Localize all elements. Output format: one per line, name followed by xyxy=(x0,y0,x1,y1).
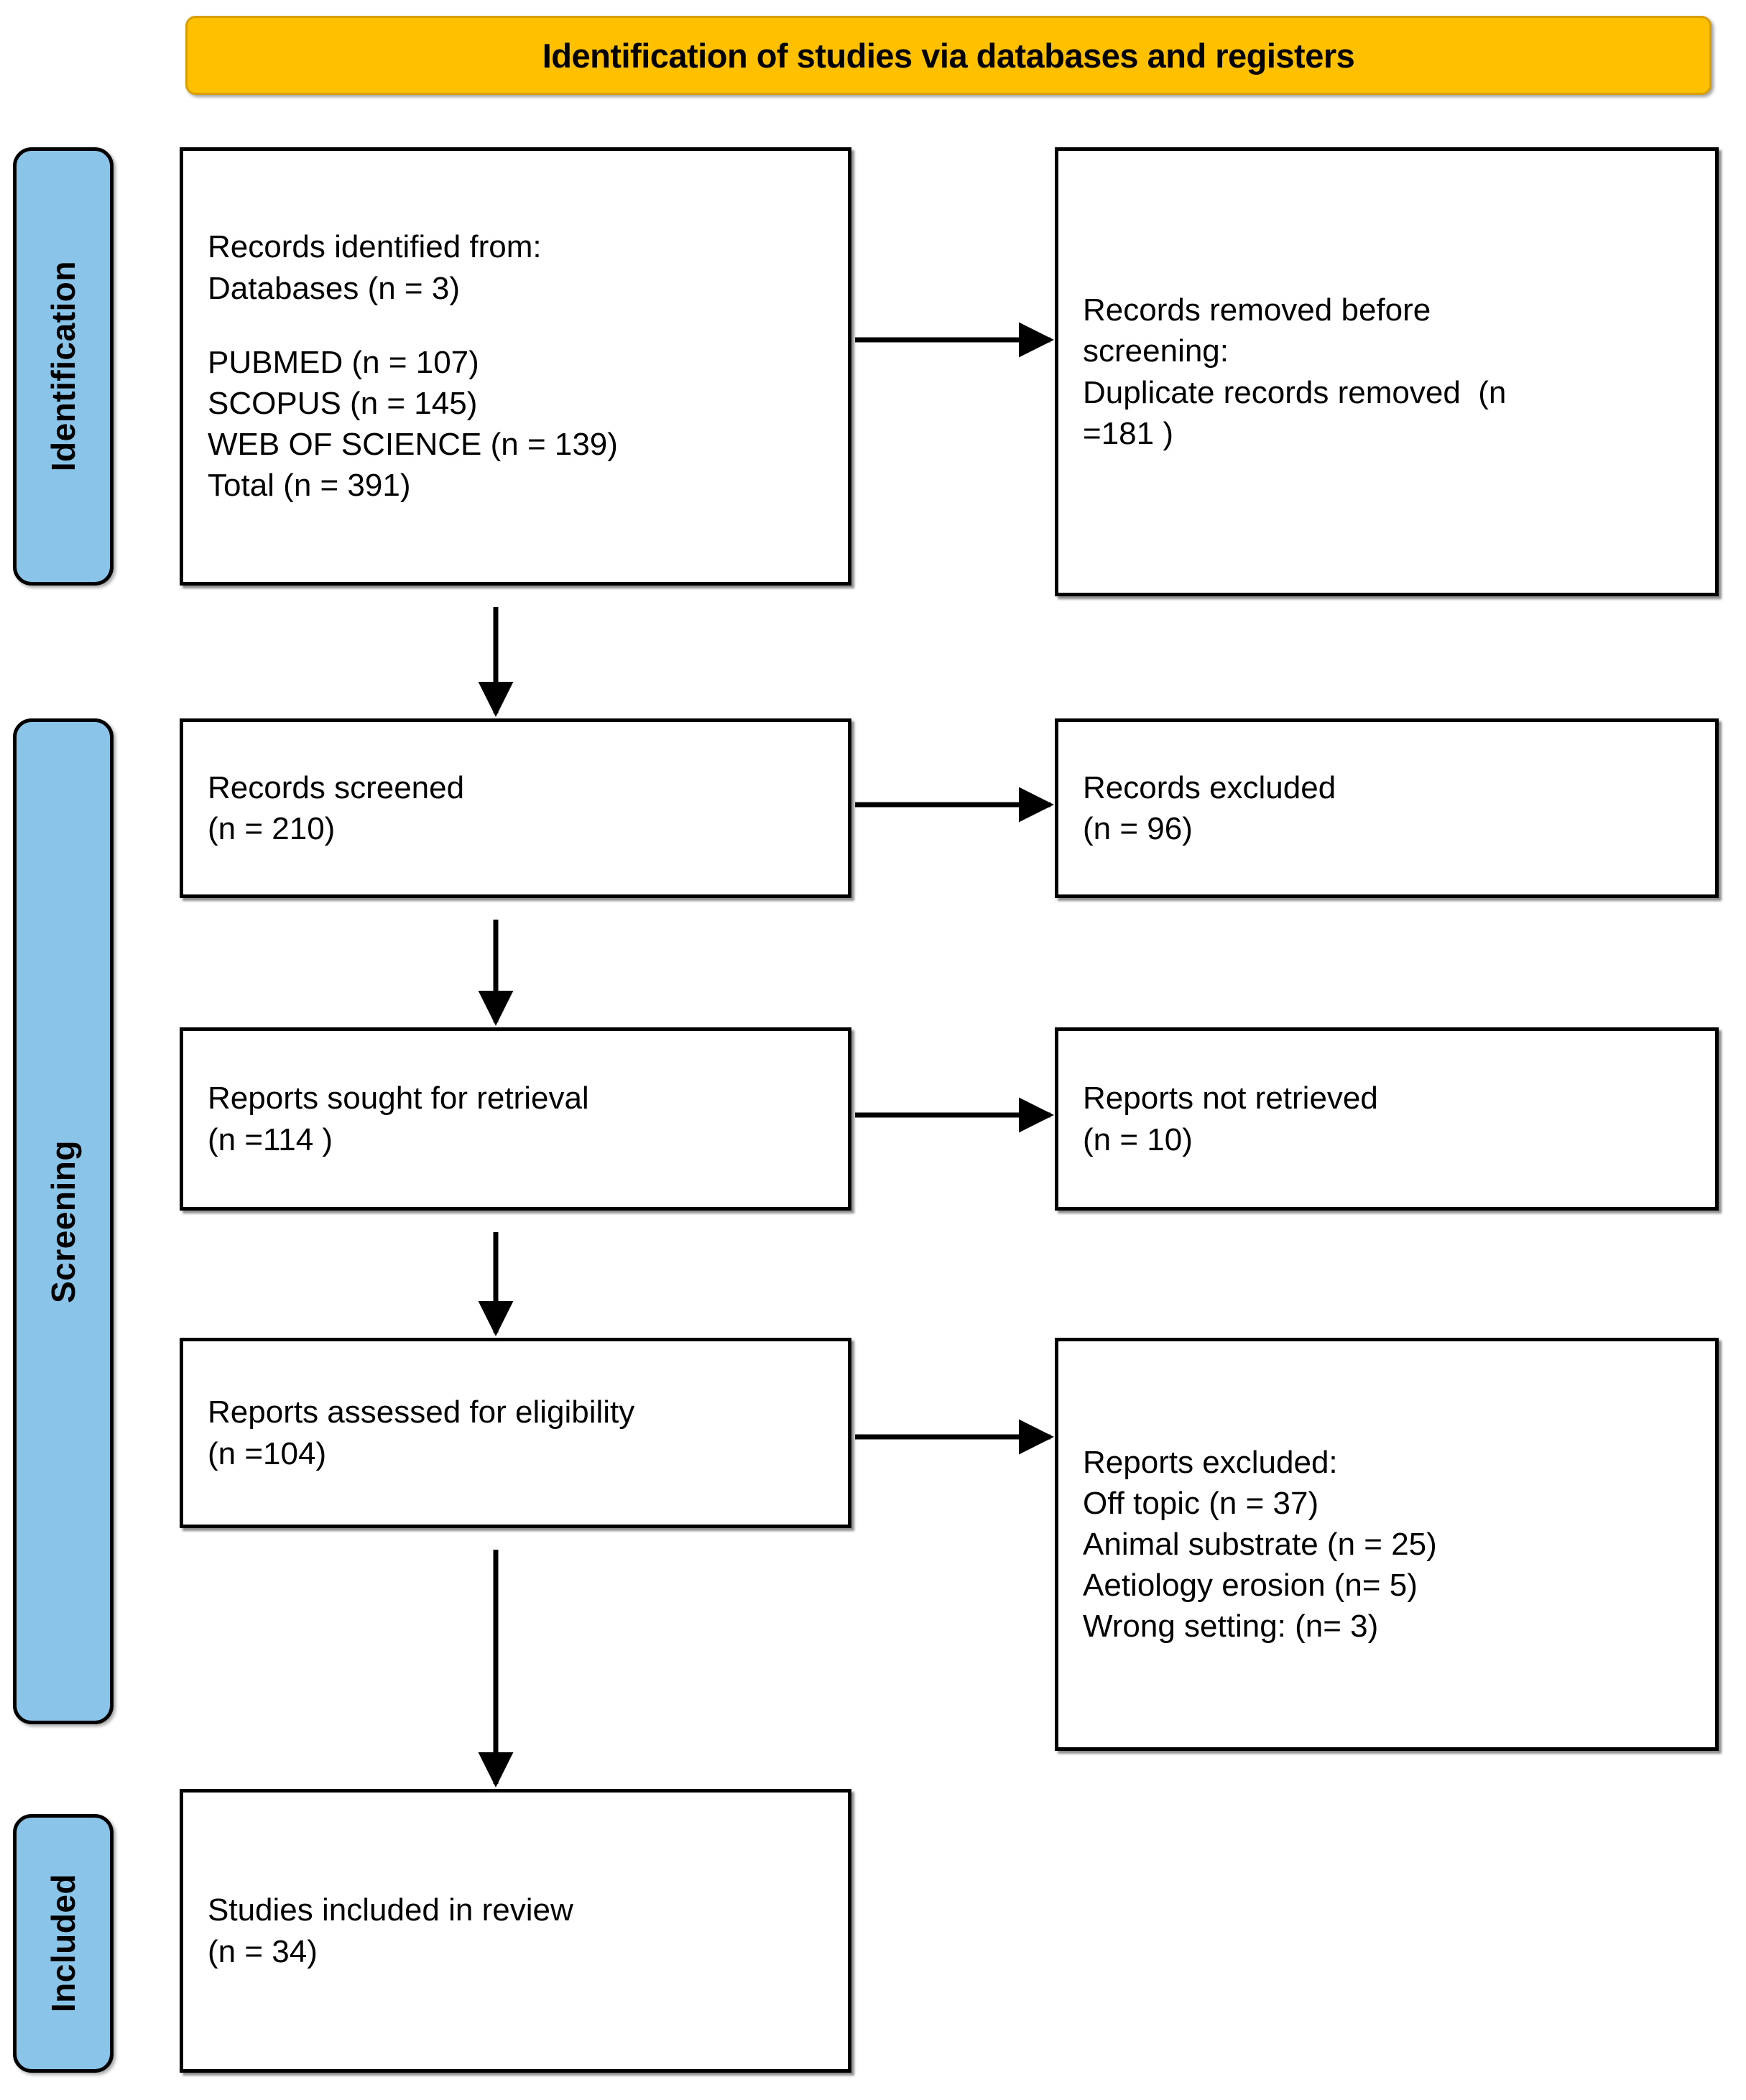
studies-included-count: (n = 34) xyxy=(208,1933,318,1969)
records-identified-pubmed: PUBMED (n = 107) xyxy=(208,344,479,380)
reports-assessed-label: Reports assessed for eligibility xyxy=(208,1394,635,1430)
stage-label-identification: Identification xyxy=(13,147,114,586)
box-reports-sought: Reports sought for retrieval (n =114 ) xyxy=(180,1027,851,1211)
records-screened-label: Records screened xyxy=(208,769,465,805)
stage-label-included: Included xyxy=(13,1814,114,2073)
box-records-removed: Records removed before screening: Duplic… xyxy=(1055,147,1719,596)
records-screened-count: (n = 210) xyxy=(208,811,336,846)
diagram-title-banner: Identification of studies via databases … xyxy=(185,16,1712,95)
reports-sought-label: Reports sought for retrieval xyxy=(208,1081,589,1116)
records-removed-text-italic-2: screening xyxy=(1083,333,1220,369)
records-removed-line-4: =181 ) xyxy=(1083,415,1173,451)
records-identified-total: Total (n = 391) xyxy=(208,468,411,504)
studies-included-label: Studies included in review xyxy=(208,1892,573,1928)
reports-excluded-reason-wrong-setting: Wrong setting: (n= 3) xyxy=(1083,1609,1379,1645)
records-excluded-count: (n = 96) xyxy=(1083,811,1193,846)
reports-not-retrieved-count: (n = 10) xyxy=(1083,1121,1193,1157)
records-identified-wos: WEB OF SCIENCE (n = 139) xyxy=(208,427,618,463)
diagram-title: Identification of studies via databases … xyxy=(542,36,1355,75)
reports-excluded-reason-animal-substrate: Animal substrate (n = 25) xyxy=(1083,1526,1437,1562)
reports-not-retrieved-label: Reports not retrieved xyxy=(1083,1081,1378,1116)
records-removed-line-2: screening: xyxy=(1083,330,1691,371)
records-removed-text-plain: Records removed xyxy=(1083,292,1341,328)
box-records-identified: Records identified from: Databases (n = … xyxy=(180,147,851,586)
records-removed-text-italic: before xyxy=(1341,292,1431,328)
records-identified-line-2: Databases (n = 3) xyxy=(208,270,460,306)
reports-excluded-reason-off-topic: Off topic (n = 37) xyxy=(1083,1485,1319,1521)
box-studies-included: Studies included in review (n = 34) xyxy=(180,1789,851,2073)
stage-label-screening: Screening xyxy=(13,718,114,1724)
records-removed-line-3: Duplicate records removed (n xyxy=(1083,374,1507,410)
reports-excluded-label: Reports excluded: xyxy=(1083,1444,1338,1480)
records-removed-line-1: Records removed before xyxy=(1083,290,1691,330)
records-identified-scopus: SCOPUS (n = 145) xyxy=(208,386,478,421)
reports-excluded-reason-aetiology-erosion: Aetiology erosion (n= 5) xyxy=(1083,1568,1418,1604)
reports-assessed-count: (n =104) xyxy=(208,1435,327,1471)
box-reports-not-retrieved: Reports not retrieved (n = 10) xyxy=(1055,1027,1719,1211)
reports-sought-count: (n =114 ) xyxy=(208,1121,333,1157)
records-identified-line-1: Records identified from: xyxy=(208,229,542,265)
box-reports-assessed: Reports assessed for eligibility (n =104… xyxy=(180,1338,851,1528)
box-records-excluded: Records excluded (n = 96) xyxy=(1055,718,1719,898)
records-excluded-label: Records excluded xyxy=(1083,769,1336,805)
records-removed-colon: : xyxy=(1219,333,1229,369)
box-reports-excluded: Reports excluded: Off topic (n = 37) Ani… xyxy=(1055,1338,1719,1751)
box-records-screened: Records screened (n = 210) xyxy=(180,718,851,898)
